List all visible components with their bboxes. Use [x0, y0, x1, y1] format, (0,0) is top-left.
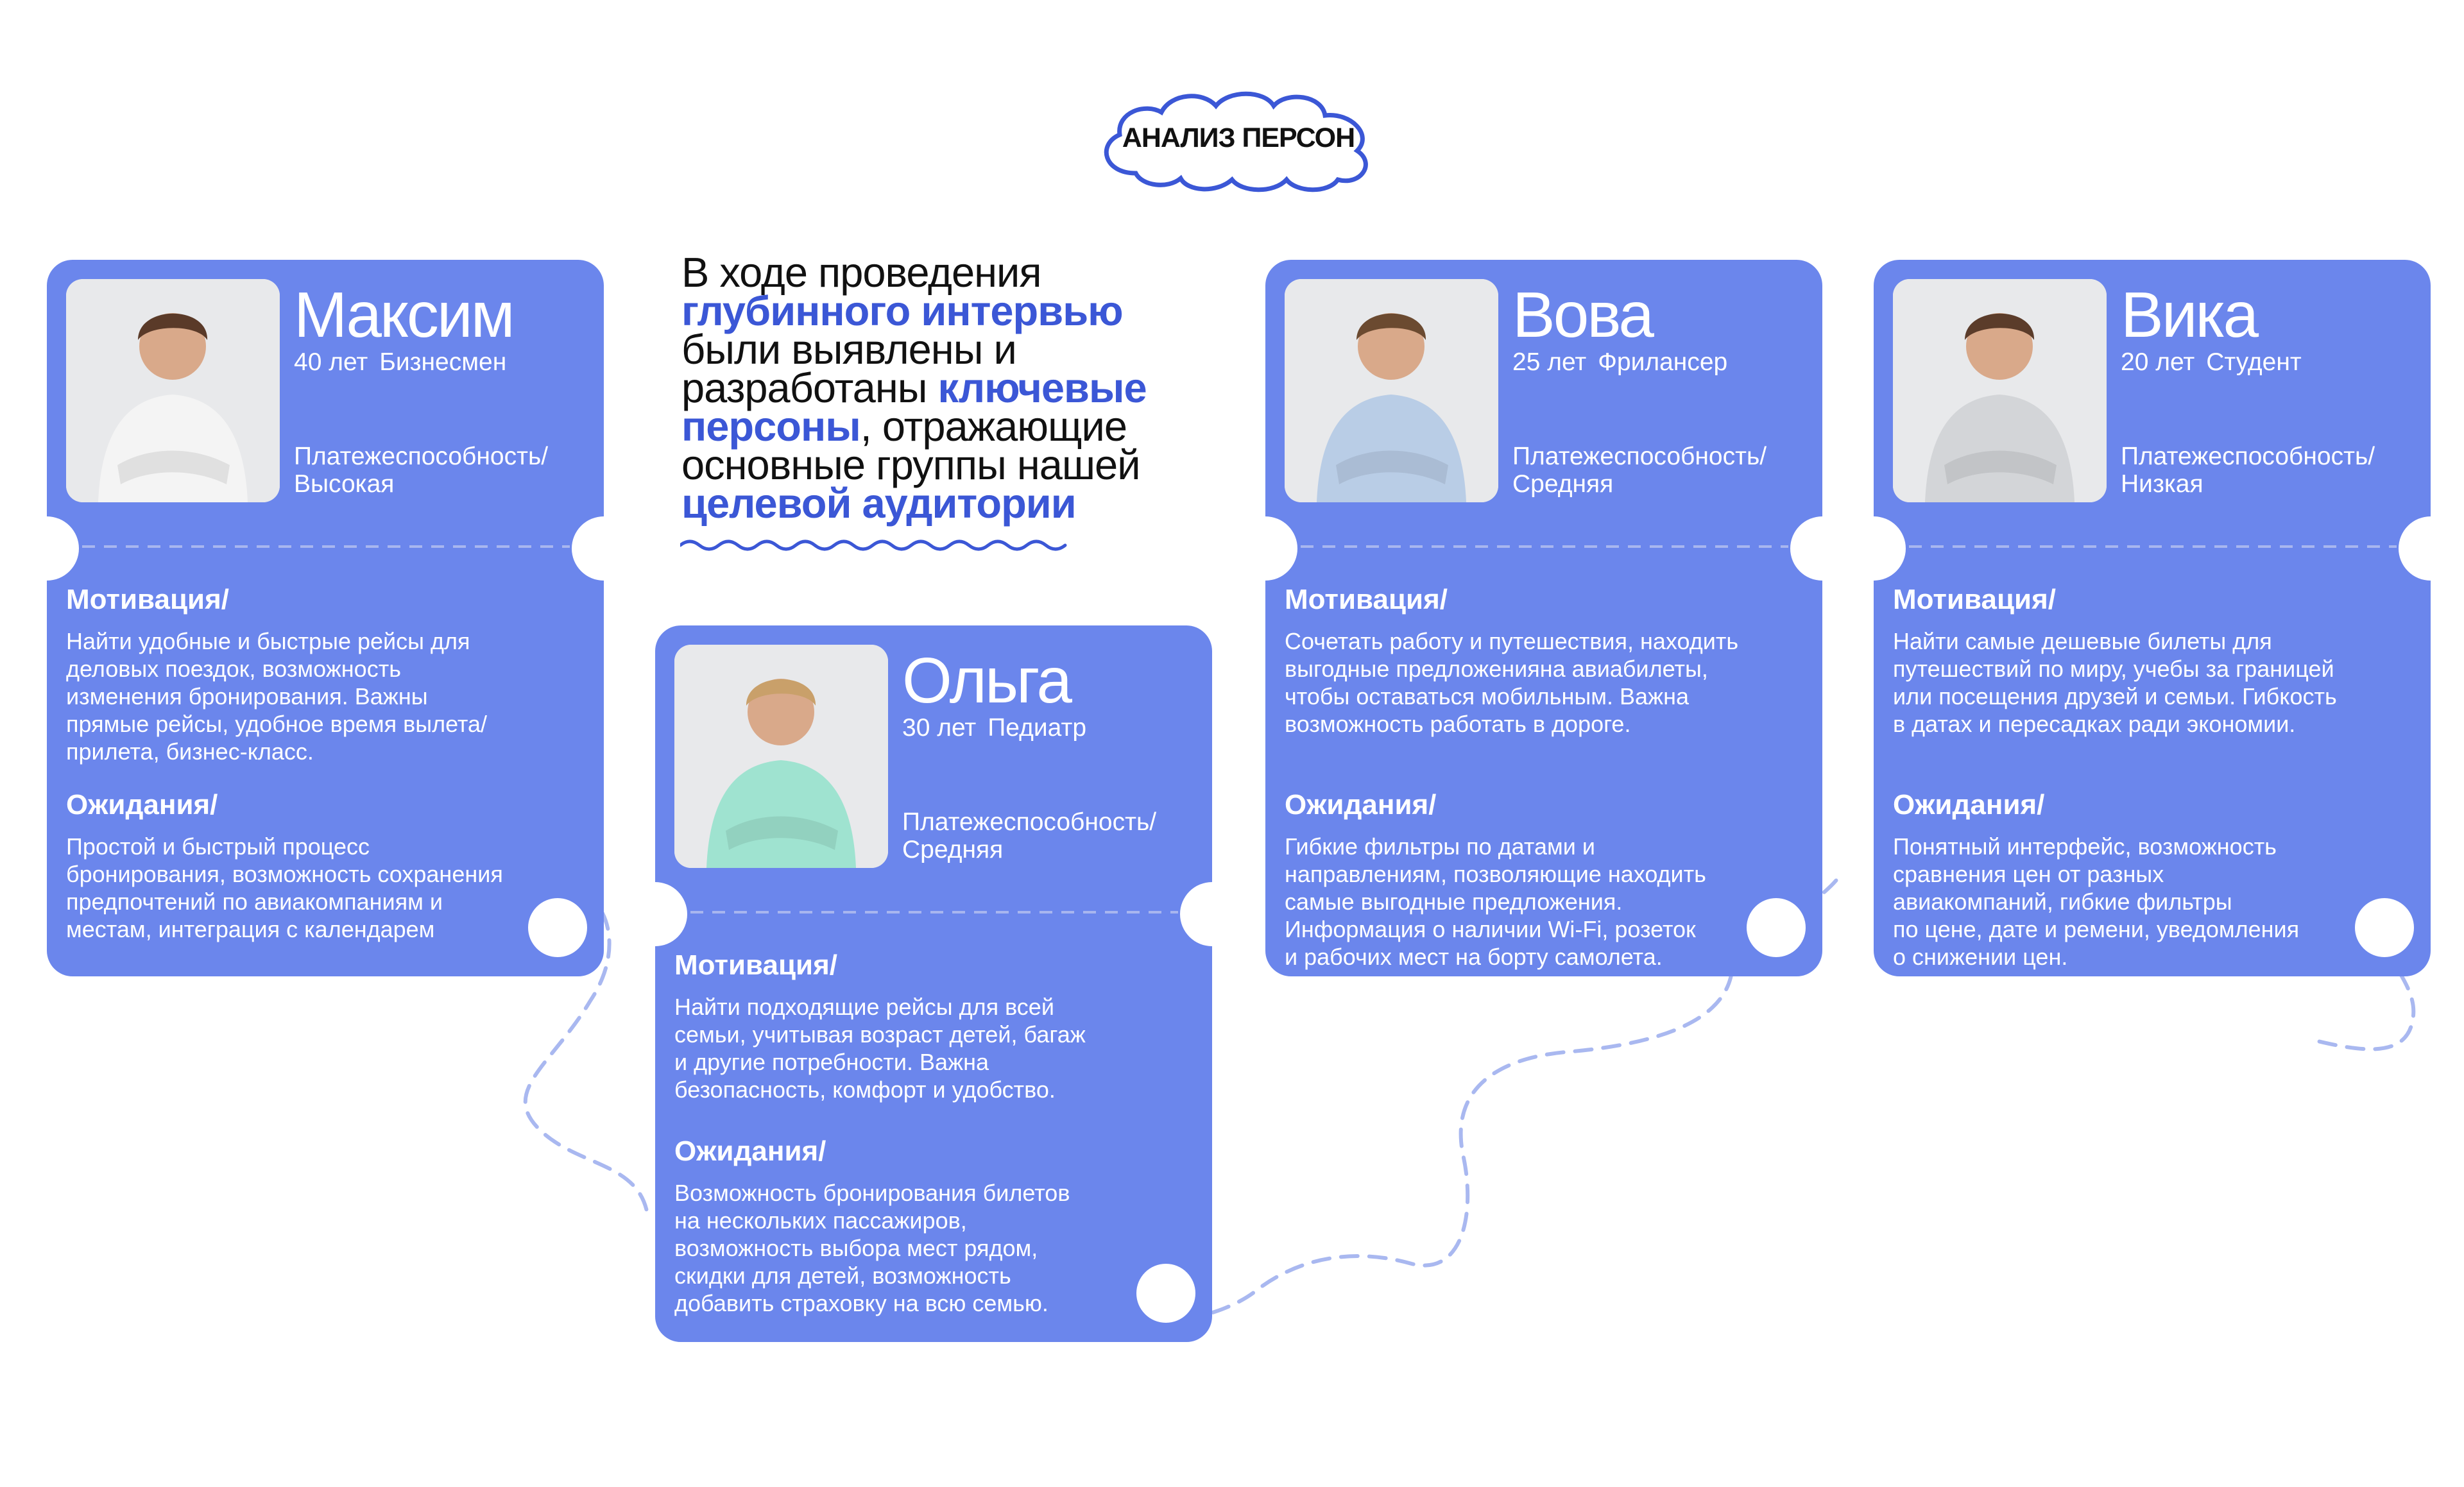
motivation-title: Мотивация/: [1285, 584, 1448, 615]
expectations-title: Ожидания/: [1893, 789, 2045, 820]
expectations-section: Ожидания/ Простой и быстрый процесс брон…: [66, 789, 573, 943]
motivation-text: Найти самые дешевые билеты для путешеств…: [1893, 628, 2337, 737]
persona-age: 40 лет: [294, 348, 368, 376]
corner-circle-icon: [2355, 898, 2414, 957]
expectations-section: Ожидания/ Гибкие фильтры по датами и нап…: [1285, 789, 1792, 971]
solvency-label: Платежеспособность/: [1512, 443, 1767, 470]
persona-solvency: Платежеспособность/Средняя: [902, 808, 1156, 863]
persona-solvency: Платежеспособность/Средняя: [1512, 443, 1767, 498]
intro-part: В ходе проведения: [681, 249, 1042, 296]
corner-circle-icon: [1747, 898, 1806, 957]
persona-role: Студент: [2206, 348, 2302, 376]
persona-name: Максим: [294, 279, 515, 351]
persona-card-vova: Вова 25 лет Фрилансер Платежеспособность/…: [1265, 260, 1822, 976]
persona-name: Вова: [1512, 279, 1654, 351]
solvency-value: Средняя: [902, 836, 1004, 863]
corner-circle-icon: [528, 898, 587, 957]
expectations-section: Ожидания/ Возможность бронирования билет…: [674, 1135, 1181, 1317]
motivation-section: Мотивация/ Найти подходящие рейсы для вс…: [674, 949, 1181, 1103]
wavy-underline-icon: [680, 540, 1067, 551]
intro-text: В ходе проведения глубинного интервью бы…: [681, 251, 1182, 524]
persona-role: Фрилансер: [1598, 348, 1728, 376]
persona-role: Бизнесмен: [379, 348, 507, 376]
motivation-section: Мотивация/ Сочетать работу и путешествия…: [1285, 584, 1792, 738]
persona-age: 30 лет: [902, 714, 977, 742]
solvency-label: Платежеспособность/: [902, 808, 1157, 836]
badge-label: АНАЛИЗ ПЕРСОН: [1122, 122, 1355, 153]
persona-card-maksim: Максим 40 лет Бизнесмен Платежеспособност…: [47, 260, 604, 976]
motivation-title: Мотивация/: [1893, 584, 2056, 615]
motivation-section: Мотивация/ Найти удобные и быстрые рейсы…: [66, 584, 573, 765]
person-avatar-icon: [1285, 279, 1498, 502]
persona-meta: 30 лет Педиатр: [902, 714, 1086, 742]
persona-photo: [1893, 279, 2107, 502]
solvency-value: Низкая: [2121, 470, 2203, 498]
solvency-label: Платежеспособность/: [294, 443, 549, 470]
motivation-section: Мотивация/ Найти самые дешевые билеты дл…: [1893, 584, 2400, 738]
intro-part: были выявлены и разработаны: [681, 326, 1017, 411]
persona-name: Вика: [2121, 279, 2259, 351]
persona-card-vika: Вика 20 лет Студент Платежеспособность/Ни…: [1874, 260, 2431, 976]
section-badge: АНАЛИЗ ПЕРСОН: [1091, 83, 1386, 192]
intro-highlight: ключевые персоны: [681, 364, 1147, 450]
corner-circle-icon: [1136, 1264, 1195, 1323]
persona-age: 25 лет: [1512, 348, 1587, 376]
intro-highlight: целевой аудитории: [681, 480, 1077, 527]
expectations-section: Ожидания/ Понятный интерфейс, возможност…: [1893, 789, 2400, 971]
expectations-text: Гибкие фильтры по датами и направлениям,…: [1285, 833, 1706, 970]
person-avatar-icon: [66, 279, 280, 502]
person-avatar-icon: [674, 645, 888, 868]
motivation-text: Сочетать работу и путешествия, находить …: [1285, 628, 1739, 737]
expectations-text: Простой и быстрый процесс бронирования, …: [66, 833, 503, 942]
persona-solvency: Платежеспособность/Высокая: [294, 443, 548, 498]
expectations-title: Ожидания/: [66, 789, 218, 820]
intro-highlight: глубинного интервью: [681, 287, 1124, 334]
intro-part: , отражающие основные группы нашей: [681, 403, 1141, 488]
motivation-title: Мотивация/: [674, 949, 837, 981]
persona-card-olga: Ольга 30 лет Педиатр Платежеспособность/С…: [655, 625, 1212, 1342]
persona-photo: [674, 645, 888, 868]
persona-meta: 20 лет Студент: [2121, 348, 2302, 377]
solvency-label: Платежеспособность/: [2121, 443, 2375, 470]
persona-meta: 40 лет Бизнесмен: [294, 348, 506, 377]
persona-solvency: Платежеспособность/Низкая: [2121, 443, 2375, 498]
cloud-outline-icon: [1104, 91, 1368, 192]
persona-photo: [1285, 279, 1498, 502]
persona-role: Педиатр: [988, 714, 1087, 742]
persona-name: Ольга: [902, 645, 1072, 717]
expectations-title: Ожидания/: [674, 1135, 826, 1167]
persona-age: 20 лет: [2121, 348, 2195, 376]
expectations-text: Возможность бронирования билетов на неск…: [674, 1180, 1070, 1316]
solvency-value: Высокая: [294, 470, 395, 498]
persona-meta: 25 лет Фрилансер: [1512, 348, 1727, 377]
person-avatar-icon: [1893, 279, 2107, 502]
persona-photo: [66, 279, 280, 502]
solvency-value: Средняя: [1512, 470, 1614, 498]
motivation-title: Мотивация/: [66, 584, 229, 615]
motivation-text: Найти подходящие рейсы для всей семьи, у…: [674, 994, 1086, 1103]
expectations-text: Понятный интерфейс, возможность сравнени…: [1893, 833, 2300, 970]
expectations-title: Ожидания/: [1285, 789, 1437, 820]
motivation-text: Найти удобные и быстрые рейсы для деловы…: [66, 628, 488, 765]
